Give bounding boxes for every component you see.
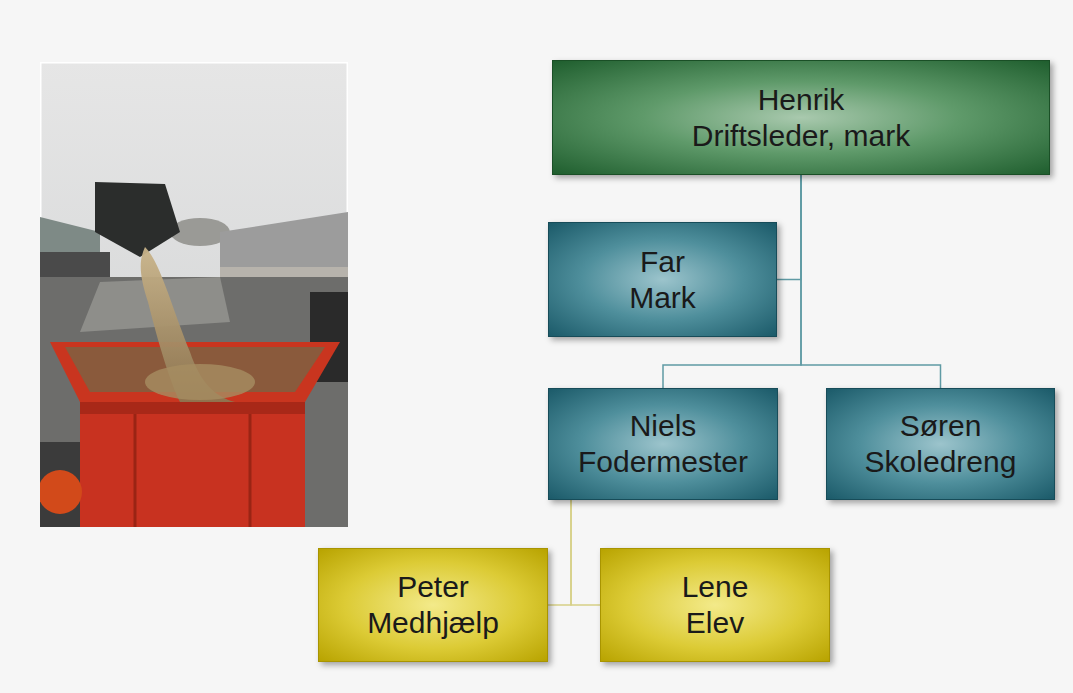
role-title: Mark	[629, 280, 696, 316]
role-title: Skoledreng	[865, 444, 1017, 480]
role-box: NielsFodermester	[548, 388, 778, 500]
person-name: Lene	[682, 569, 749, 605]
role-box: FarMark	[548, 222, 777, 337]
person-name: Henrik	[758, 82, 845, 118]
person-name: Søren	[900, 408, 982, 444]
org-connector	[777, 175, 801, 280]
role-title: Fodermester	[578, 444, 748, 480]
staff-box: PeterMedhjælp	[318, 548, 548, 662]
person-name: Niels	[630, 408, 697, 444]
person-name: Far	[640, 244, 685, 280]
org-connector	[801, 175, 941, 388]
manager-box: HenrikDriftsleder, mark	[552, 60, 1050, 175]
role-title: Medhjælp	[367, 605, 499, 641]
org-connector	[548, 500, 571, 605]
feed-photo	[40, 62, 348, 527]
role-box: SørenSkoledreng	[826, 388, 1055, 500]
role-title: Elev	[686, 605, 744, 641]
org-connector	[571, 500, 600, 605]
person-name: Peter	[397, 569, 469, 605]
staff-box: LeneElev	[600, 548, 830, 662]
role-title: Driftsleder, mark	[692, 118, 910, 154]
